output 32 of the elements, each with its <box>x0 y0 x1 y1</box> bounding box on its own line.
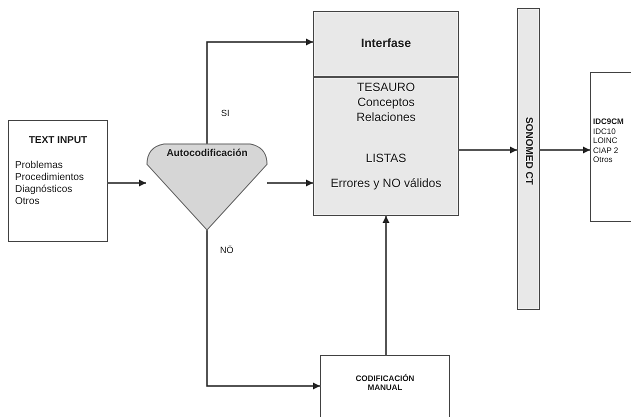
process-box <box>313 77 459 216</box>
list-item: Problemas <box>15 160 63 172</box>
arrow <box>108 180 146 186</box>
list-item: Diagnósticos <box>15 184 72 196</box>
output-box <box>590 72 631 222</box>
terminology-bar <box>517 8 540 310</box>
box-text: TESAURO Conceptos Relaciones <box>355 80 417 125</box>
edge-label: NÖ <box>219 245 234 256</box>
list-item: Otros <box>593 155 613 164</box>
arrow <box>540 146 590 154</box>
bar-label: SONOMED CT <box>523 117 534 185</box>
arrow <box>382 216 390 355</box>
list-item: CIAP 2 <box>593 146 618 155</box>
interface-box <box>313 11 459 77</box>
box-title: Interfase <box>360 36 412 50</box>
box-text: Errores y NO válidos <box>330 176 442 191</box>
list-item: IDC10 <box>593 126 616 136</box>
arrow <box>459 146 517 154</box>
list-item: Otros <box>15 196 40 208</box>
process-box <box>320 355 450 417</box>
box-text: LISTAS <box>364 151 408 166</box>
list-item: LOINC <box>593 136 618 146</box>
arrow <box>206 230 320 390</box>
edge-label: SI <box>220 108 231 119</box>
arrow <box>206 38 313 144</box>
input-box <box>8 120 108 242</box>
decision-label: Autocodificación <box>166 148 248 159</box>
list-item: IDC9CM <box>593 117 624 126</box>
list-item: Procedimientos <box>15 172 84 184</box>
box-heading: TEXT INPUT <box>28 135 88 146</box>
box-text: CODIFICACIÓN MANUAL <box>354 374 416 392</box>
arrow <box>267 180 313 186</box>
